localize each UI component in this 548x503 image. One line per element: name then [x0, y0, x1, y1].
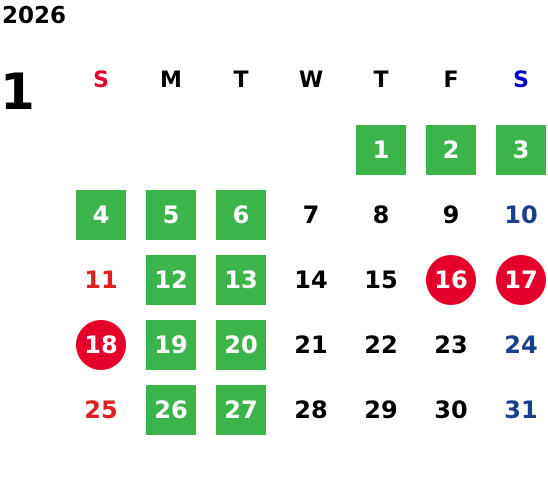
day-cell-13: 13	[216, 255, 266, 305]
day-cell-16: 16	[426, 255, 476, 305]
day-cell-3: 3	[496, 125, 546, 175]
day-cell-2: 2	[426, 125, 476, 175]
day-cell-19: 19	[146, 320, 196, 370]
day-cell-27: 27	[216, 385, 266, 435]
day-cell-5: 5	[146, 190, 196, 240]
day-cell-31: 31	[504, 396, 538, 424]
day-cell-15: 15	[364, 266, 398, 294]
day-cell-14: 14	[294, 266, 328, 294]
weekday-header-wednesday: W	[298, 68, 324, 93]
day-cell-9: 9	[442, 201, 460, 229]
day-cell-1: 1	[356, 125, 406, 175]
weekday-header-friday: F	[443, 68, 459, 93]
day-cell-25: 25	[84, 396, 118, 424]
day-cell-17: 17	[496, 255, 546, 305]
weekday-header-sunday: S	[93, 68, 109, 93]
weekday-header-monday: M	[160, 68, 182, 93]
day-cell-18: 18	[76, 320, 126, 370]
day-cell-6: 6	[216, 190, 266, 240]
day-cell-12: 12	[146, 255, 196, 305]
day-cell-24: 24	[504, 331, 538, 359]
day-cell-10: 10	[504, 201, 538, 229]
weekday-header-saturday: S	[513, 68, 529, 93]
day-cell-8: 8	[372, 201, 390, 229]
day-cell-21: 21	[294, 331, 328, 359]
weekday-header-thursday: T	[373, 68, 389, 93]
day-cell-22: 22	[364, 331, 398, 359]
day-cell-26: 26	[146, 385, 196, 435]
weekday-header-tuesday: T	[233, 68, 249, 93]
year-label: 2026	[2, 3, 67, 29]
day-cell-11: 11	[84, 266, 118, 294]
day-cell-28: 28	[294, 396, 328, 424]
day-cell-4: 4	[76, 190, 126, 240]
day-cell-20: 20	[216, 320, 266, 370]
month-number: 1	[0, 63, 35, 121]
day-cell-23: 23	[434, 331, 468, 359]
day-cell-7: 7	[302, 201, 320, 229]
day-cell-30: 30	[434, 396, 468, 424]
day-cell-29: 29	[364, 396, 398, 424]
